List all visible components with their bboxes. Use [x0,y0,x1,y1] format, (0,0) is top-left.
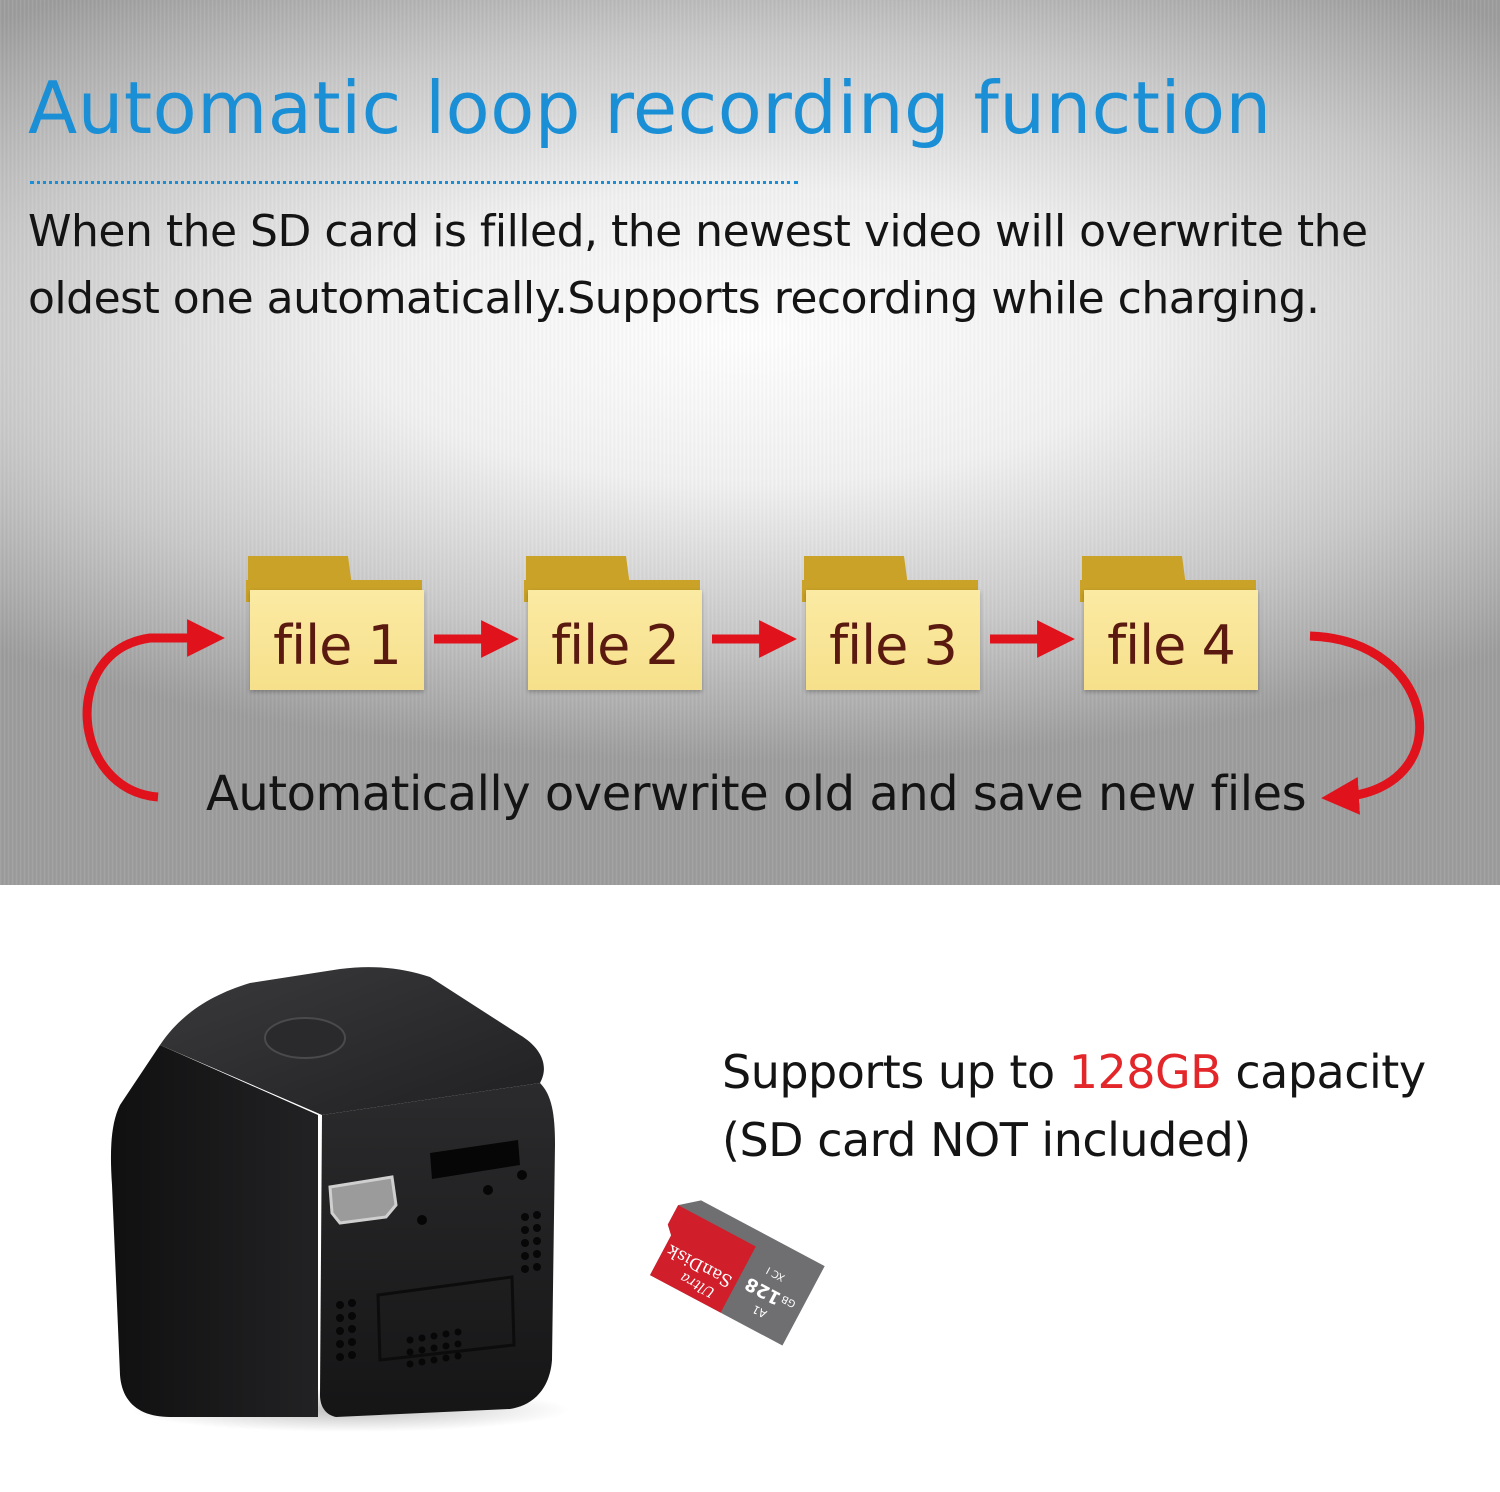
loop-caption: Automatically overwrite old and save new… [206,766,1307,822]
folder-file-4: file 4 [1080,556,1258,690]
loop-arrows-diagram [82,619,1425,815]
folder-file-2: file 2 [524,556,702,690]
file-label-2: file 2 [551,614,680,677]
capacity-suffix: capacity [1221,1045,1426,1099]
capacity-info: Supports up to 128GB capacity (SD card N… [722,1038,1426,1174]
sd-badge: A1 [750,1302,769,1320]
page-title: Automatic loop recording function [28,66,1272,150]
folder-file-1: file 1 [246,556,424,690]
camera-product-image [110,967,570,1432]
right-loop-arrow [1309,631,1425,815]
feature-description: When the SD card is filled, the newest v… [28,206,1368,324]
file-label-3: file 3 [829,614,958,677]
loop-recording-panel: Automatic loop recording function When t… [0,0,1500,885]
folder-file-3: file 3 [802,556,980,690]
file-label-4: file 4 [1107,614,1236,677]
folder-front [1084,590,1258,690]
capacity-value: 128GB [1068,1045,1222,1099]
file-label-1: file 1 [273,614,402,677]
microsd-card-image: SanDisk Ultra 128 GB A1 XC I [650,1200,825,1346]
capacity-prefix: Supports up to [722,1045,1069,1099]
folder-front [528,590,702,690]
capacity-line: Supports up to 128GB capacity [722,1038,1426,1106]
title-divider [30,181,798,184]
folder-front [250,590,424,690]
left-loop-arrow [82,619,225,802]
folder-front [806,590,980,690]
sd-card-note: (SD card NOT included) [722,1113,1251,1167]
power-button-icon [264,1017,346,1059]
